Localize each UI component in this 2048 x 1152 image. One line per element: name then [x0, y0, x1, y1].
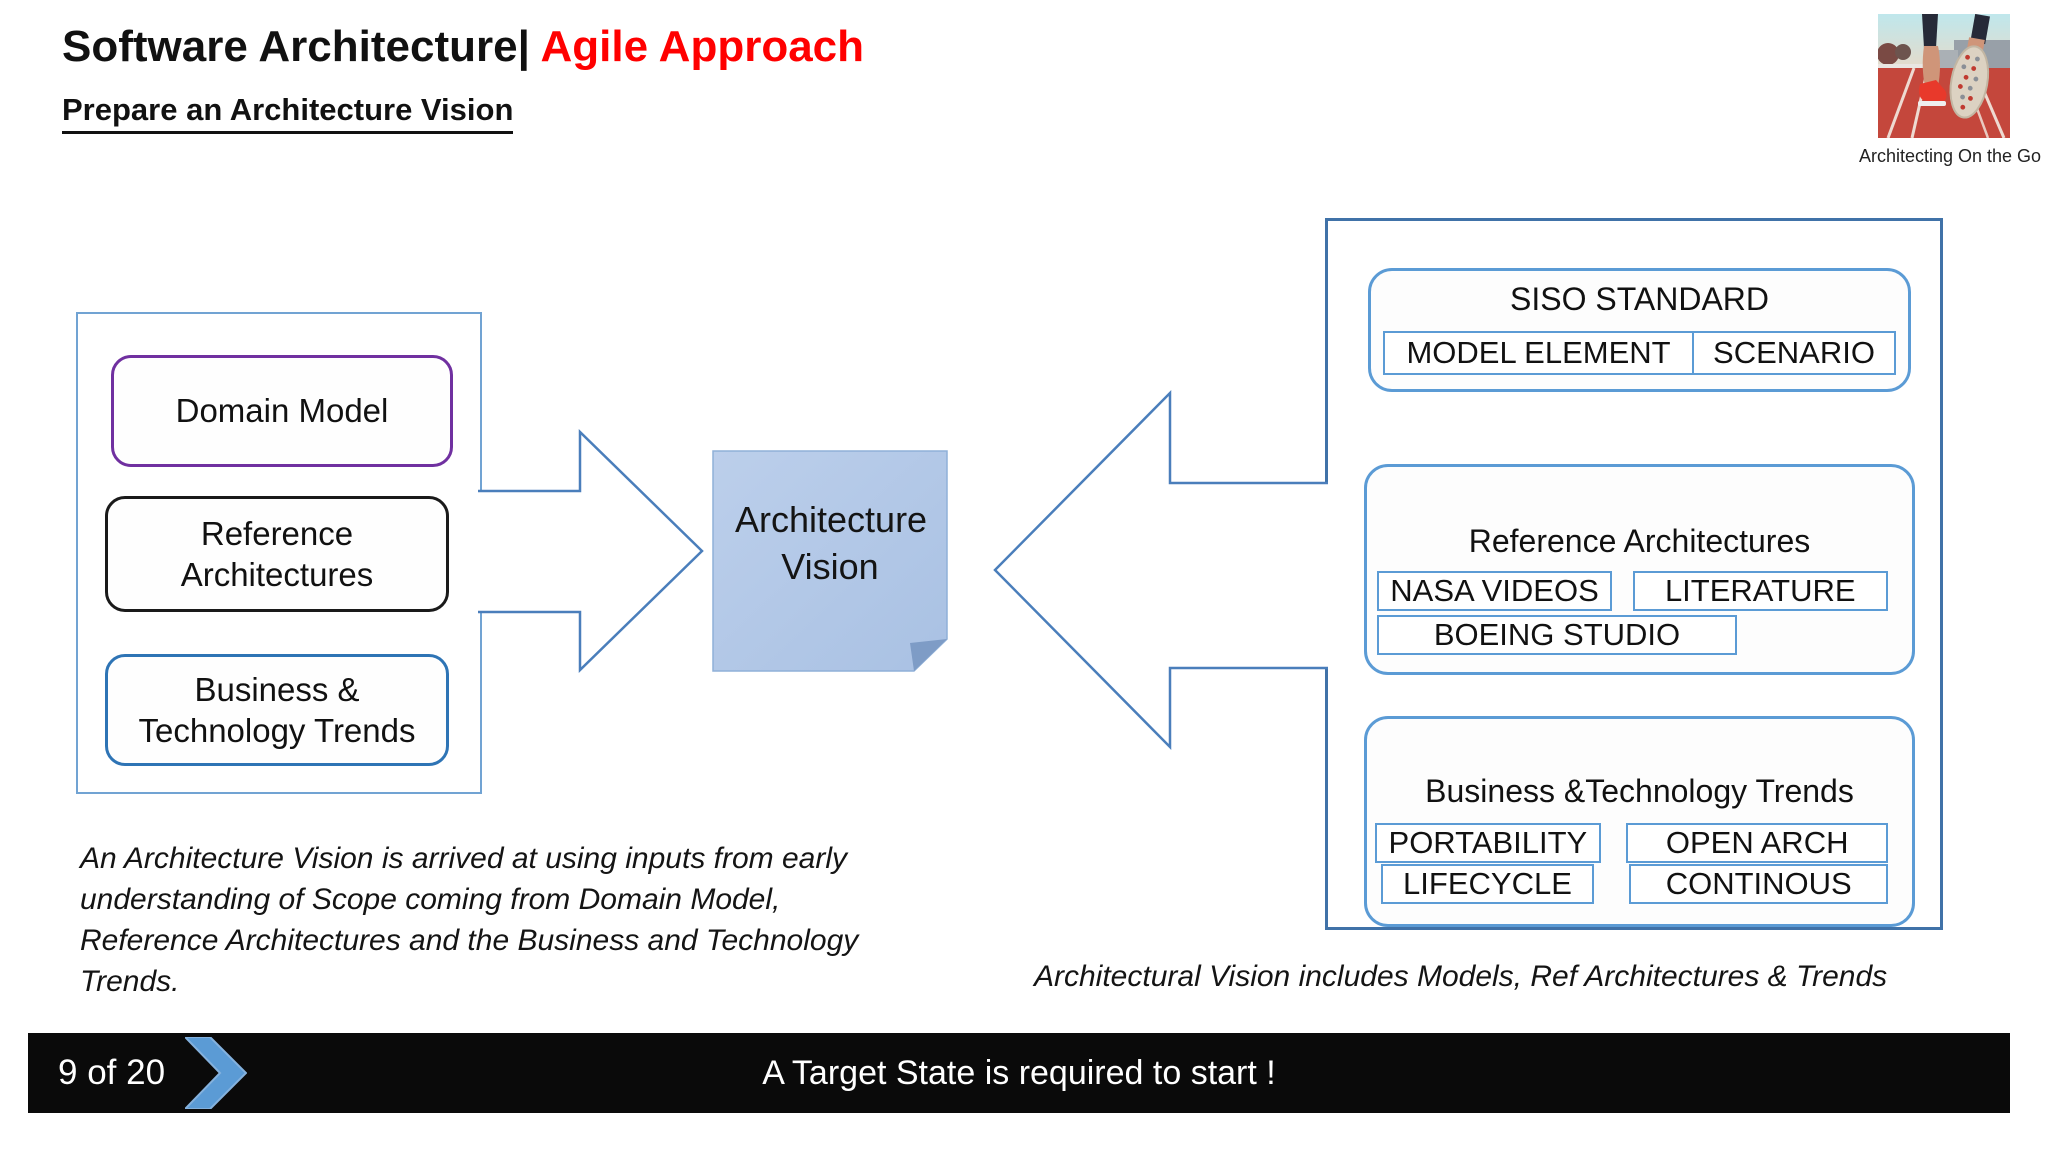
- title-primary: Software Architecture|: [62, 22, 530, 71]
- footer-bar: 9 of 20 A Target State is required to st…: [28, 1033, 2010, 1113]
- footer-message: A Target State is required to start !: [762, 1053, 1276, 1092]
- cell-boeing-studio: BOEING STUDIO: [1377, 615, 1737, 655]
- group-ref-row-1: NASA VIDEOS LITERATURE: [1377, 571, 1888, 611]
- group-reference-architectures: Reference Architectures NASA VIDEOS LITE…: [1364, 464, 1915, 675]
- group-biz-row-2: LIFECYCLE CONTINOUS: [1381, 864, 1888, 904]
- cell-lifecycle: LIFECYCLE: [1381, 864, 1594, 904]
- group-siso-title: SISO STANDARD: [1510, 281, 1769, 317]
- chevron-right-icon: [185, 1037, 248, 1109]
- cell-continous: CONTINOUS: [1629, 864, 1888, 904]
- group-siso-row: MODEL ELEMENT SCENARIO: [1383, 331, 1896, 375]
- group-biz-row-1: PORTABILITY OPEN ARCH: [1375, 823, 1888, 863]
- right-note-caption: Architectural Vision includes Models, Re…: [1034, 960, 1888, 993]
- box-domain-model: Domain Model: [111, 355, 453, 467]
- group-ref-title: Reference Architectures: [1468, 523, 1811, 559]
- box-reference-architectures-label: Reference Architectures: [180, 514, 374, 593]
- cell-model-element: MODEL ELEMENT: [1383, 331, 1695, 375]
- group-business-technology-trends: Business &Technology Trends PORTABILITY …: [1364, 716, 1915, 927]
- sticky-note-architecture-vision: Architecture Vision: [712, 450, 948, 672]
- group-ref-row-2: BOEING STUDIO: [1377, 615, 1737, 655]
- page-indicator: 9 of 20: [58, 1053, 166, 1092]
- cell-nasa-videos: NASA VIDEOS: [1377, 571, 1613, 611]
- cell-literature: LITERATURE: [1632, 571, 1888, 611]
- sticky-note-label: Architecture Vision: [735, 499, 928, 587]
- group-siso-standard: SISO STANDARD MODEL ELEMENT SCENARIO: [1368, 268, 1911, 392]
- logo-caption: Architecting On the Go: [1858, 146, 2042, 166]
- left-note-paragraph: An Architecture Vision is arrived at usi…: [80, 842, 859, 999]
- box-business-technology-trends: Business & Technology Trends: [105, 654, 449, 766]
- box-domain-model-label: Domain Model: [175, 392, 389, 430]
- collect-arrow-left-icon: [993, 389, 1328, 751]
- slide-subtitle: Prepare an Architecture Vision: [62, 92, 514, 134]
- box-reference-architectures: Reference Architectures: [105, 496, 449, 612]
- slide-title: Software Architecture| Agile Approach: [62, 22, 864, 72]
- merge-arrow-right-icon: [478, 429, 704, 673]
- cell-scenario: SCENARIO: [1692, 331, 1896, 375]
- group-biz-title: Business &Technology Trends: [1425, 773, 1854, 809]
- box-business-technology-trends-label: Business & Technology Trends: [138, 670, 416, 749]
- runner-photo-icon: [1877, 13, 2010, 139]
- title-accent: Agile Approach: [540, 22, 865, 71]
- cell-portability: PORTABILITY: [1375, 823, 1601, 863]
- cell-open-arch: OPEN ARCH: [1626, 823, 1888, 863]
